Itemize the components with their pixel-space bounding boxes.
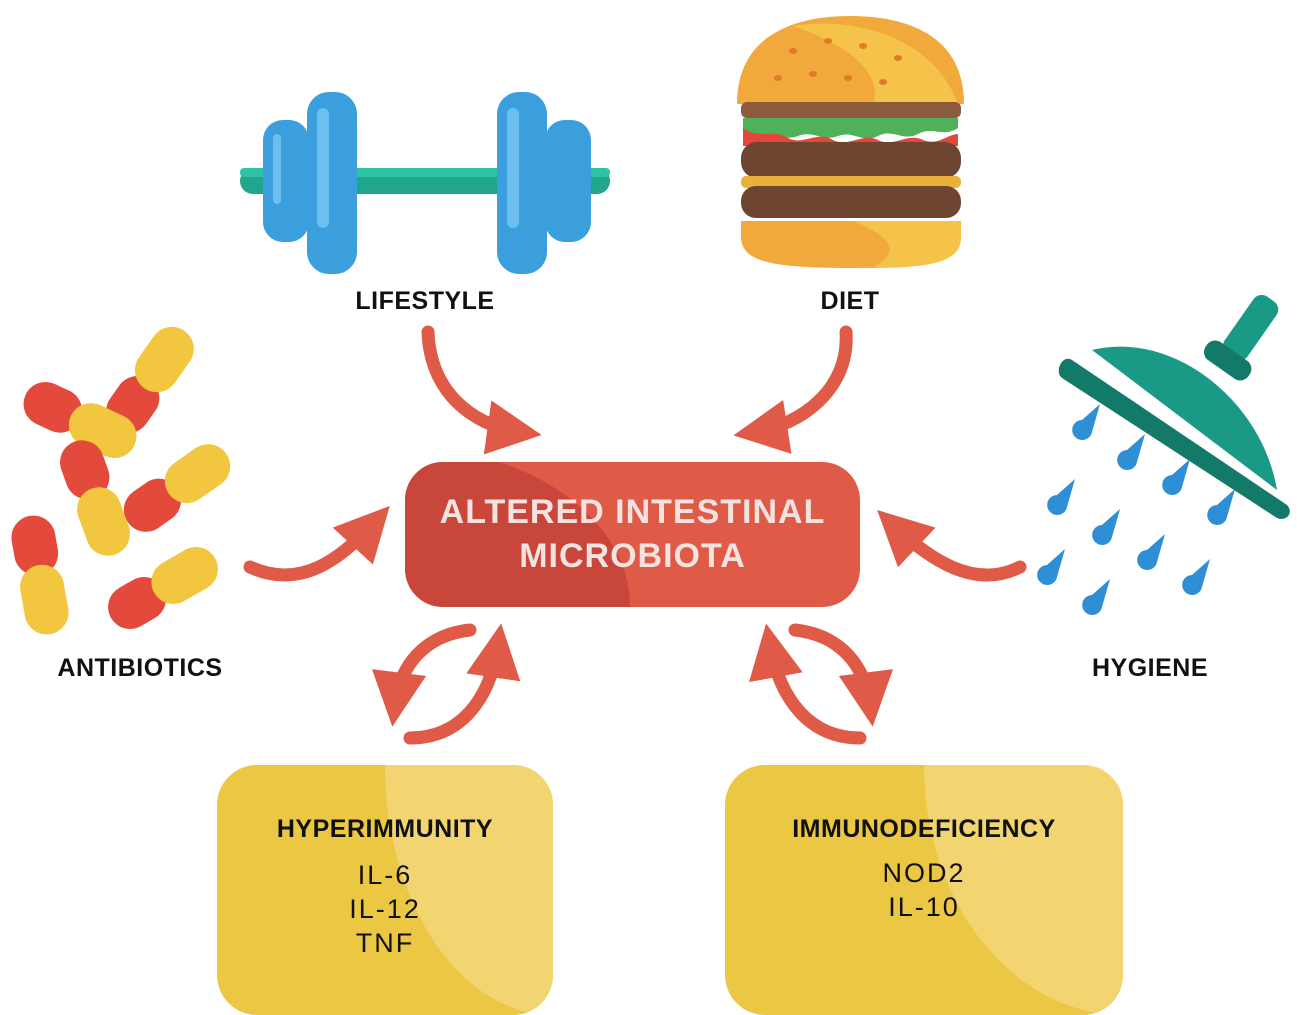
arrow-immuno-up xyxy=(749,623,867,745)
center-title: ALTERED INTESTINAL MICROBIOTA xyxy=(405,490,860,578)
center-title-line1: ALTERED INTESTINAL xyxy=(439,493,826,531)
arrow-immuno-down xyxy=(788,623,894,727)
immunodeficiency-items: NOD2 IL-10 xyxy=(725,856,1123,924)
label-antibiotics: ANTIBIOTICS xyxy=(57,654,223,682)
arrow-hyper-down xyxy=(371,623,477,727)
list-item: IL-12 xyxy=(349,894,421,924)
pills-icon xyxy=(11,326,230,635)
shower-icon xyxy=(1037,294,1290,615)
arrow-lifestyle xyxy=(421,325,542,455)
hyperimmunity-items: IL-6 IL-12 TNF xyxy=(217,858,553,960)
hyperimmunity-box: HYPERIMMUNITY IL-6 IL-12 TNF xyxy=(217,765,553,1015)
label-hygiene: HYGIENE xyxy=(1091,654,1209,682)
label-lifestyle: LIFESTYLE xyxy=(355,287,495,315)
list-item: IL-6 xyxy=(357,860,413,890)
burger-icon xyxy=(737,16,964,268)
list-item: TNF xyxy=(355,928,415,958)
arrow-diet xyxy=(733,325,853,454)
hyperimmunity-title: HYPERIMMUNITY xyxy=(276,815,494,843)
arrow-antibiotics xyxy=(243,505,390,582)
arrow-hyper-up xyxy=(403,623,521,745)
dumbbell-icon xyxy=(240,92,610,274)
immunodeficiency-box: IMMUNODEFICIENCY NOD2 IL-10 xyxy=(725,765,1123,1015)
label-diet: DIET xyxy=(820,287,880,315)
center-title-line2: MICROBIOTA xyxy=(519,537,746,575)
arrow-hygiene xyxy=(877,509,1027,582)
list-item: IL-10 xyxy=(888,892,960,922)
immunodeficiency-title: IMMUNODEFICIENCY xyxy=(792,815,1056,843)
center-box: ALTERED INTESTINAL MICROBIOTA xyxy=(405,462,860,607)
list-item: NOD2 xyxy=(882,858,966,888)
